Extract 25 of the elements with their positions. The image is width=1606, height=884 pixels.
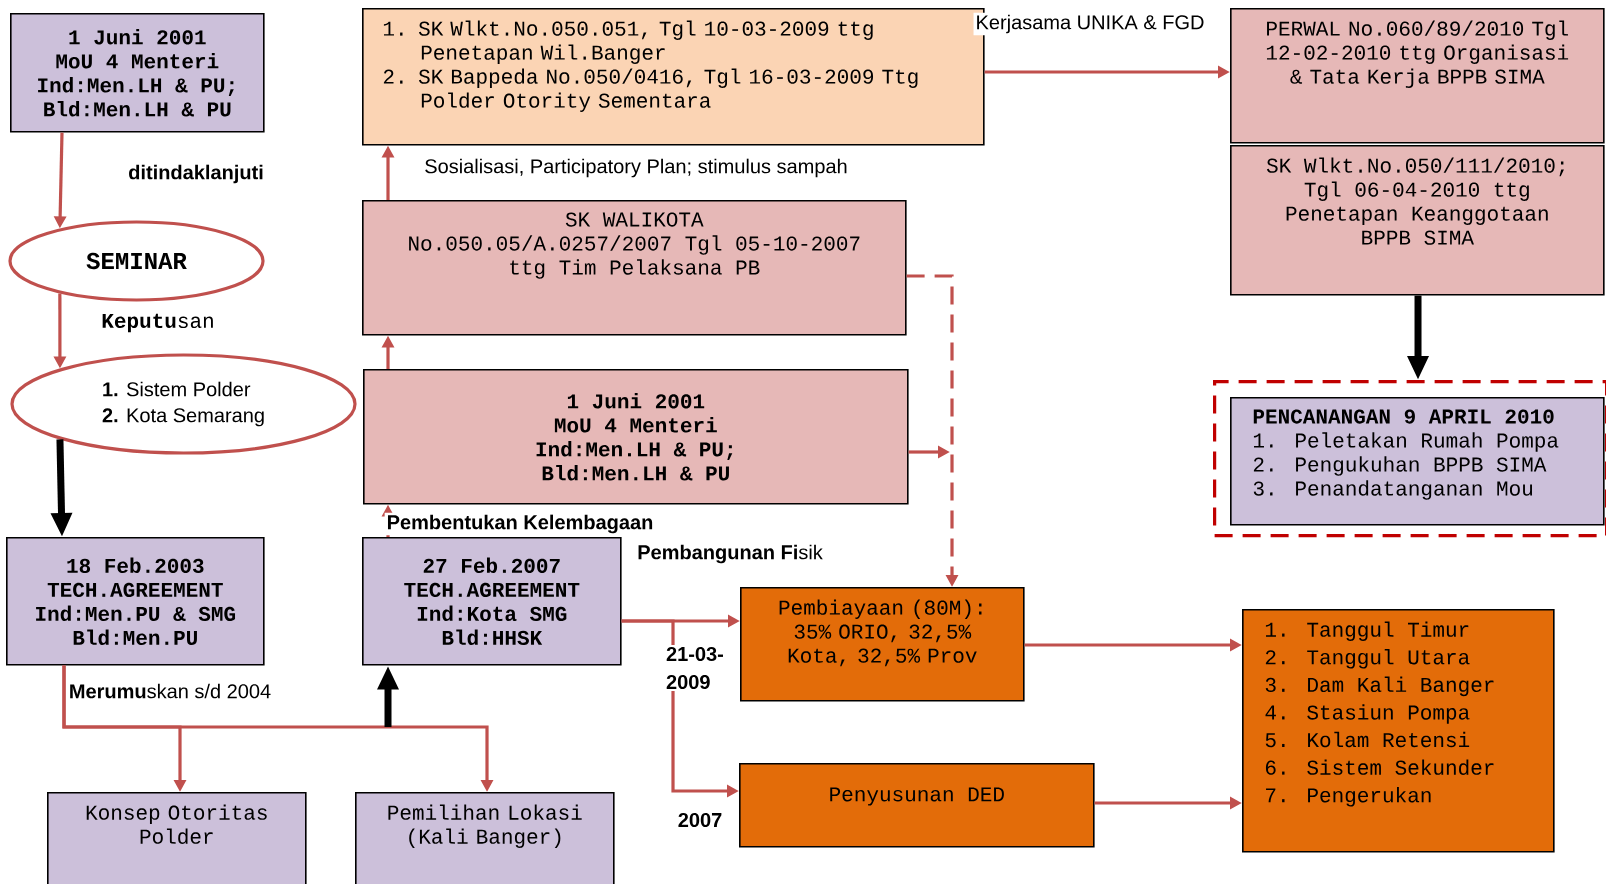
edge-label: Pembentukan Kelembagaan (384, 512, 656, 536)
dashed-frame (1213, 380, 1606, 538)
process-box: Pembiayaan (80M): 35% ORIO, 32,5% Kota, 32,5% Prov (740, 587, 1025, 702)
process-box: 27 Feb.2007 TECH.AGREEMENT Ind:Kota SMG Bld:HHSK (362, 537, 622, 666)
process-box: Pemilihan Lokasi (Kali Banger) (355, 792, 615, 884)
process-box: 18 Feb.2003 TECH.AGREEMENT Ind:Men.PU & SMG Bld:Men.PU (6, 537, 265, 666)
process-box: 1. Tanggul Timur 2. Tanggul Utara 3. Dam Kali Banger 4. Stasiun Pompa 5. Kolam Retensi 6. Sistem Sekunder 7. Pengerukan (1242, 609, 1555, 853)
edge-label: 2007 (675, 810, 725, 830)
process-box: 1 Juni 2001 MoU 4 Menteri Ind:Men.LH & PU; Bld:Men.LH & PU (363, 369, 909, 505)
text-label: Pembangunan Fisik (638, 544, 823, 564)
edge-label: Sosialisasi, Participatory Plan; stimulus sampah (422, 156, 850, 180)
oval-node: 1. Sistem Polder 2. Kota Semarang (10, 353, 357, 455)
process-box: SK WALIKOTA No.050.05/A.0257/2007 Tgl 05-10-2007 ttg Tim Pelaksana PB (362, 200, 907, 336)
edge-label: Kerjasama UNIKA & FGD (973, 12, 1207, 36)
oval-node: SEMINAR (8, 220, 265, 302)
process-box: 1 Juni 2001 MoU 4 Menteri Ind:Men.LH & PU; Bld:Men.LH & PU (10, 13, 265, 133)
edge-label: 21-03-2009 (664, 644, 728, 692)
edge-label: Merumuskan s/d 2004 (66, 681, 274, 701)
process-box: Konsep Otoritas Polder (47, 792, 307, 884)
edge-label: Keputusan (99, 311, 217, 335)
process-box: Penyusunan DED (739, 763, 1095, 848)
process-box: PENCANANGAN 9 APRIL 2010 1. Peletakan Rumah Pompa 2. Pengukuhan BPPB SIMA 3. Penandatanganan Mou (1230, 397, 1605, 526)
process-box: PERWAL No.060/89/2010 Tgl 12-02-2010 ttg Organisasi & Tata Kerja BPPB SIMA (1230, 8, 1605, 144)
process-box: SK Wlkt.No.050/111/2010; Tgl 06-04-2010 ttg Penetapan Keanggotaan BPPB SIMA (1230, 145, 1605, 296)
edge-label: ditindaklanjuti (126, 162, 266, 186)
